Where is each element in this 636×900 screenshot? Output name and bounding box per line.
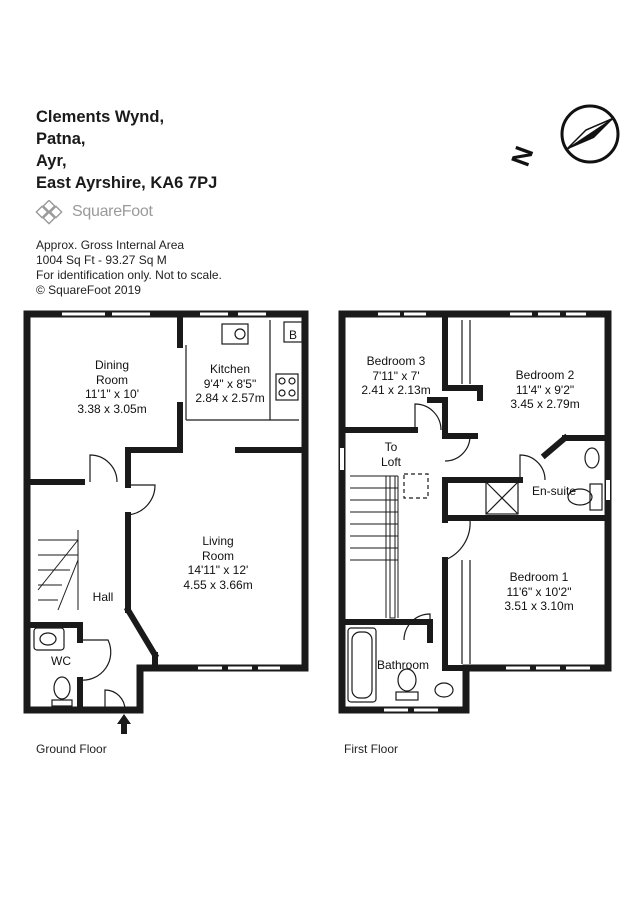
- hall-label: Hall: [92, 590, 114, 604]
- dining-name-1: Dining: [94, 358, 130, 372]
- boiler-label: B: [288, 328, 297, 342]
- address-line-1: Clements Wynd,: [36, 108, 165, 126]
- kitchen-metric: 2.84 x 2.57m: [195, 391, 265, 405]
- address-line-2: Patna,: [36, 130, 86, 148]
- bedroom-1-label: Bedroom 1 11'6" x 10'2" 3.51 x 3.10m: [494, 570, 584, 614]
- ground-floor-label: Ground Floor: [36, 742, 107, 756]
- living-name-2: Room: [201, 548, 234, 563]
- first-floor-label: First Floor: [344, 742, 398, 756]
- address-line-3: Ayr,: [36, 152, 67, 170]
- squarefoot-logo: SquareFoot: [34, 199, 174, 228]
- info-line-4: © SquareFoot 2019: [36, 283, 141, 297]
- first-floor-plan: [338, 310, 612, 714]
- kitchen-name: Kitchen: [209, 362, 251, 376]
- ground-floor-plan: [23, 310, 309, 734]
- dining-room-label: Dining Room 11'1" x 10' 3.38 x 3.05m: [62, 358, 162, 416]
- info-line-1: Approx. Gross Internal Area: [36, 238, 185, 252]
- info-line-3: For identification only. Not to scale.: [36, 268, 222, 282]
- bedroom-2-name: Bedroom 2: [515, 368, 575, 382]
- bedroom-3-name: Bedroom 3: [366, 354, 426, 368]
- bedroom-1-metric: 3.51 x 3.10m: [504, 599, 574, 613]
- north-compass-icon: N: [510, 104, 620, 170]
- area-info: Approx. Gross Internal Area 1004 Sq Ft -…: [36, 238, 222, 298]
- bedroom-2-metric: 3.45 x 2.79m: [510, 397, 580, 411]
- loft-line-2: Loft: [380, 454, 401, 469]
- kitchen-imperial: 9'4" x 8'5": [203, 376, 257, 391]
- bedroom-2-label: Bedroom 2 11'4" x 9'2" 3.45 x 2.79m: [500, 368, 590, 412]
- loft-line-1: To: [384, 440, 398, 454]
- info-line-2: 1004 Sq Ft - 93.27 Sq M: [36, 253, 167, 267]
- kitchen-label: Kitchen 9'4" x 8'5" 2.84 x 2.57m: [190, 362, 270, 406]
- dining-metric: 3.38 x 3.05m: [77, 401, 147, 416]
- bedroom-3-metric: 2.41 x 2.13m: [361, 383, 431, 397]
- living-name-1: Living: [202, 534, 234, 548]
- living-imperial: 14'11" x 12': [187, 563, 249, 577]
- dining-imperial: 11'1" x 10': [85, 387, 139, 401]
- wc-label: WC: [51, 654, 71, 668]
- bedroom-3-imperial: 7'11" x 7': [372, 368, 420, 383]
- bedroom-2-imperial: 11'4" x 9'2": [515, 382, 575, 397]
- property-address: Clements Wynd, Patna, Ayr, East Ayrshire…: [36, 106, 217, 194]
- living-metric: 4.55 x 3.66m: [183, 577, 253, 592]
- bedroom-3-label: Bedroom 3 7'11" x 7' 2.41 x 2.13m: [356, 354, 436, 398]
- address-line-4: East Ayrshire, KA6 7PJ: [36, 174, 218, 192]
- logo-text: SquareFoot: [72, 203, 153, 220]
- ensuite-label: En-suite: [531, 484, 577, 498]
- bedroom-1-imperial: 11'6" x 10'2": [506, 584, 572, 599]
- dining-name-2: Room: [95, 372, 128, 387]
- bedroom-1-name: Bedroom 1: [509, 570, 569, 584]
- squarefoot-logo-icon: [35, 199, 63, 225]
- loft-label: To Loft: [376, 440, 406, 469]
- living-room-label: Living Room 14'11" x 12' 4.55 x 3.66m: [168, 534, 268, 592]
- bathroom-label: Bathroom: [376, 658, 430, 672]
